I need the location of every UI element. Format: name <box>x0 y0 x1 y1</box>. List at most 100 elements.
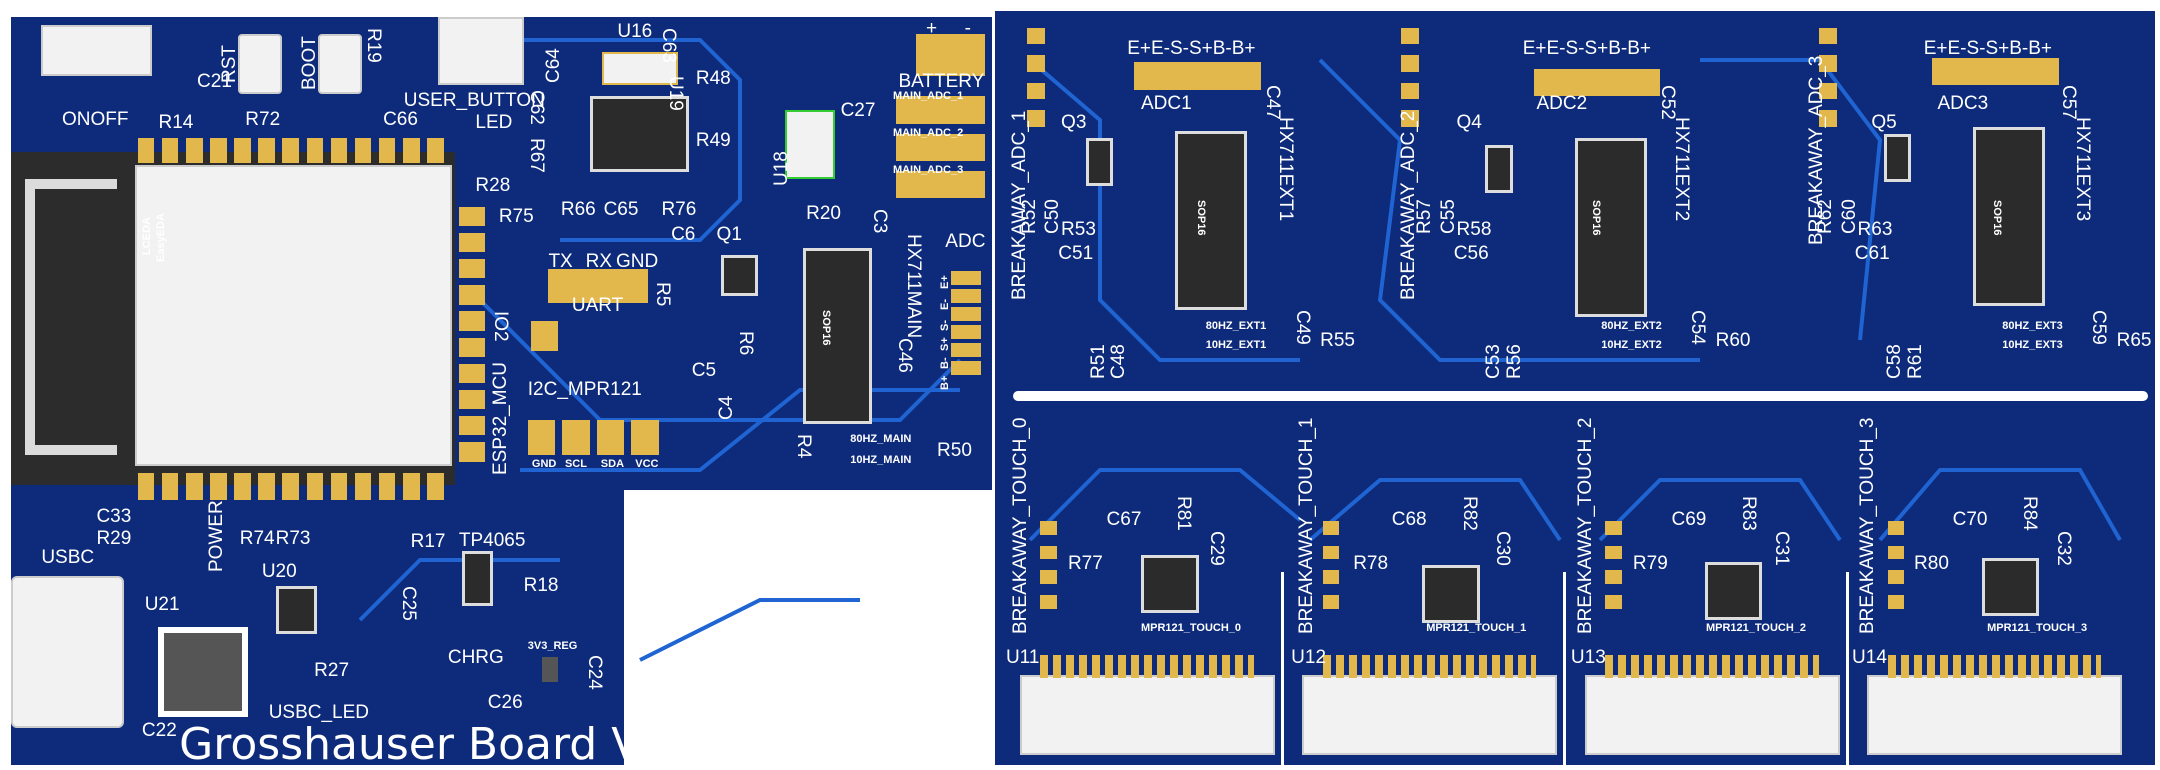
silkscreen-1-label: E- <box>938 299 951 311</box>
silkscreen-usbc-label: USBC <box>41 547 95 569</box>
breakaway-adc-pad <box>1818 27 1837 45</box>
silkscreen-c33-label: C33 <box>96 506 132 528</box>
silkscreen-r75-label: R75 <box>498 205 534 227</box>
silkscreen-3-label: R63 <box>1857 219 1893 241</box>
silkscreen-2-label: C31 <box>1771 530 1793 566</box>
esp32-pin-right <box>458 311 486 331</box>
adc-pad <box>950 343 982 357</box>
esp32-pin-top <box>210 137 227 163</box>
esp32-pin-top <box>403 137 420 163</box>
silkscreen-3-label: S+ <box>938 337 951 352</box>
silkscreen-r50-label: R50 <box>937 439 972 461</box>
silkscreen-r73-label: R73 <box>275 528 311 550</box>
breakaway-adc-pad <box>1401 27 1420 45</box>
silkscreen-3-label: R78 <box>1353 552 1389 574</box>
breakaway-adc-pad <box>1026 27 1045 45</box>
silkscreen-pkg-label: SOP16 <box>1590 199 1603 236</box>
silkscreen-3-label: R79 <box>1632 552 1668 574</box>
silkscreen-7-label: C54 <box>1687 310 1709 345</box>
silkscreen-r67-label: R67 <box>525 137 547 173</box>
breakaway-touch-pad <box>1887 595 1905 610</box>
breakaway-adc-pad <box>1401 82 1420 100</box>
silkscreen-c46-label: C46 <box>893 337 915 373</box>
breakaway-touch-pad <box>1322 545 1340 560</box>
silkscreen-c27-label: C27 <box>840 99 876 121</box>
silkscreen-hx-label: HX711EXT2 <box>1670 117 1692 222</box>
esp32-shield <box>135 165 452 466</box>
silkscreen-1-label: SCL <box>564 457 587 470</box>
silkscreen-c6-label: C6 <box>671 223 696 245</box>
silkscreen-r66-label: R66 <box>560 198 596 220</box>
ffc-pins <box>1605 654 1819 678</box>
silkscreen-r28-label: R28 <box>475 175 511 197</box>
silkscreen-q-label: Q3 <box>1061 111 1087 133</box>
adc-pad <box>950 271 982 286</box>
silkscreen-hx-label: HX711EXT3 <box>2071 117 2093 222</box>
chip-tp4065 <box>461 551 494 607</box>
battery-pads <box>916 34 986 76</box>
silkscreen-7-label: C59 <box>2088 310 2110 345</box>
silkscreen-6-label: C48 <box>1108 344 1130 379</box>
breakaway-adc-pad <box>1818 110 1837 127</box>
esp32-pin-top <box>186 137 203 163</box>
silkscreen-5-label: B+ <box>938 375 951 390</box>
main-adc-pads <box>895 170 986 199</box>
esp32-pin-bottom <box>137 472 155 501</box>
silkscreen-pkg-label: SOP16 <box>1991 199 2004 236</box>
silkscreen-power-label: POWER <box>205 500 227 572</box>
breakaway-touch-pad <box>1887 520 1905 535</box>
silkscreen-5-label: C53 <box>1483 344 1505 379</box>
silkscreen-label-label: I2C_MPR121 <box>527 379 642 401</box>
esp32-pin-top <box>306 137 324 163</box>
boot-button[interactable] <box>318 34 363 94</box>
mpr121-chip <box>1981 558 2040 616</box>
esp32-pin-right <box>458 259 486 279</box>
main-adc-pads <box>895 96 986 124</box>
silkscreen-c62-label: C62 <box>525 89 547 125</box>
silkscreen-3-label: R53 <box>1061 219 1096 241</box>
chip-u20 <box>275 585 317 634</box>
user-button[interactable] <box>438 16 524 86</box>
esp32-pin-right <box>458 442 486 462</box>
silkscreen-breakaway-label: BREAKAWAY_TOUCH_3 <box>1856 417 1878 634</box>
i2c-pad <box>596 420 625 455</box>
breakaway-touch-pad <box>1040 520 1057 535</box>
silkscreen-u21-label: U21 <box>144 594 180 616</box>
adc-pad <box>950 325 982 339</box>
divider-2 <box>1563 572 1566 765</box>
esp32-pin-bottom <box>258 472 275 501</box>
silkscreen-r29-label: R29 <box>96 528 132 550</box>
silkscreen-2-label: SDA <box>600 457 625 470</box>
silkscreen-tp-label: TP4065 <box>458 529 526 551</box>
silkscreen-title-label: Grosshauser Board V2.5 <box>179 719 712 770</box>
silkscreen-8-label: R60 <box>1715 329 1751 351</box>
silkscreen-2-label: S- <box>938 319 951 331</box>
silkscreen-usbc-led-label: USBC_LED <box>268 701 370 723</box>
silkscreen-0-label: E+ <box>938 275 951 290</box>
onoff-switch[interactable] <box>41 24 152 76</box>
breakaway-touch-pad <box>1322 570 1340 585</box>
esp32-pin-bottom <box>378 472 396 501</box>
silkscreen-q1-label: Q1 <box>716 223 742 245</box>
silkscreen-0-label: C70 <box>1952 508 1988 530</box>
silkscreen-0-label: MAIN_ADC_1 <box>892 89 964 102</box>
esp32-pin-bottom <box>186 472 203 501</box>
silkscreen-r14-label: R14 <box>158 111 194 133</box>
esp32-pin-bottom <box>330 472 348 501</box>
silkscreen-u-label: U11 <box>1005 646 1040 668</box>
ffc-pins <box>1887 654 2102 678</box>
silkscreen-r19-label: R19 <box>363 27 385 63</box>
rst-button[interactable] <box>238 34 283 94</box>
esp32-pin-top <box>258 137 275 163</box>
divider-3 <box>1846 572 1849 765</box>
silkscreen-user-button-label: USER_BUTTON <box>403 89 545 111</box>
mpr121-chip <box>1422 564 1480 623</box>
silkscreen-r27-label: R27 <box>314 660 350 682</box>
silkscreen-u20-label: U20 <box>261 561 297 583</box>
silkscreen-c5-label: C5 <box>691 360 717 382</box>
silkscreen-c21-label: C21 <box>197 70 232 92</box>
silkscreen-pins-label: E+E-S-S+B-B+ <box>1522 37 1651 59</box>
crystal-u16 <box>602 52 678 86</box>
silkscreen-c65-label: C65 <box>603 198 639 220</box>
